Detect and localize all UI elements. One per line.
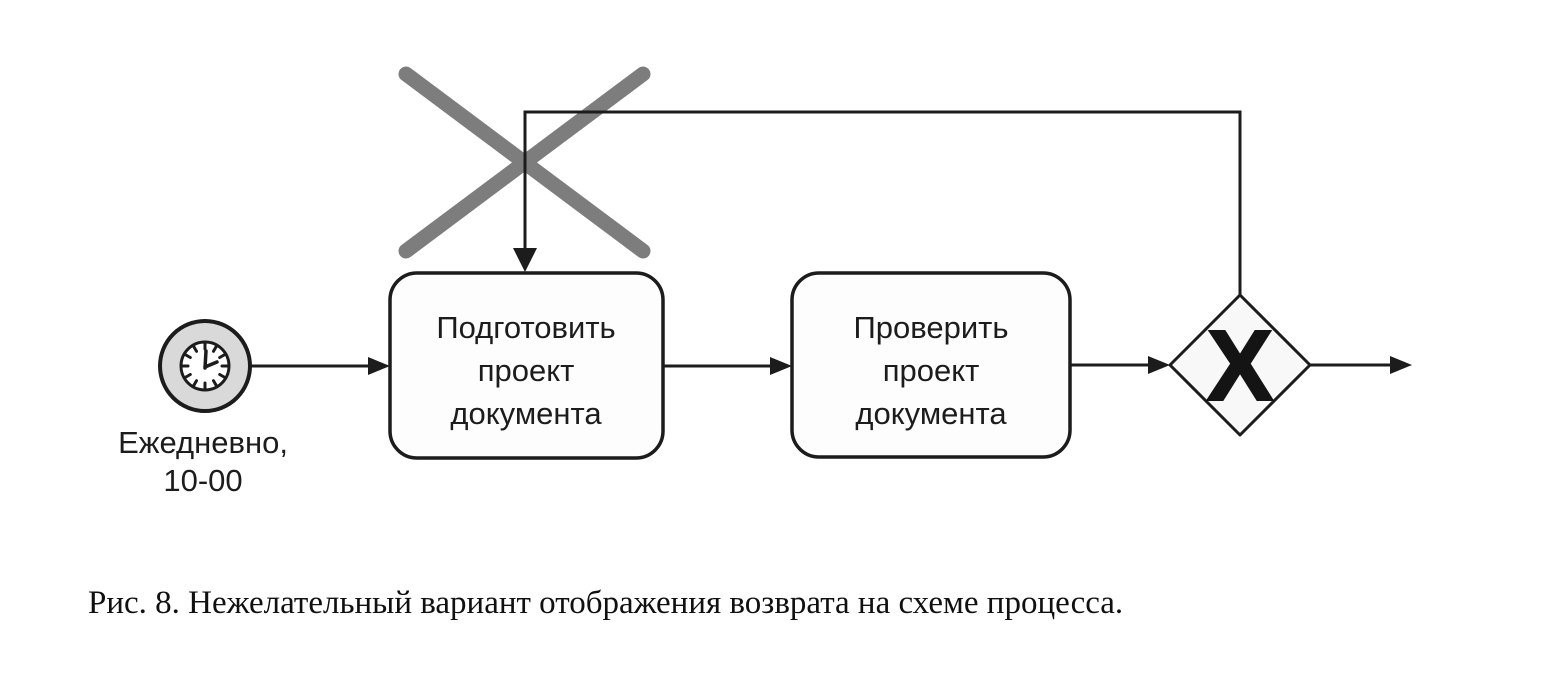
clock-hands bbox=[203, 349, 219, 370]
task-label-line: проект bbox=[883, 353, 980, 388]
task-label-line: Подготовить bbox=[436, 310, 615, 345]
flow-arrowhead-icon bbox=[770, 357, 792, 375]
flow-task2-to-gateway bbox=[1070, 356, 1170, 374]
task-label-line: документа bbox=[450, 396, 602, 431]
gateway-x-icon: X bbox=[1207, 310, 1274, 422]
task-box bbox=[388, 271, 665, 460]
flow-gateway-out bbox=[1310, 356, 1412, 374]
exclusive-gateway: X bbox=[1168, 293, 1312, 437]
start-event-label-line2: 10-00 bbox=[163, 463, 242, 498]
process-diagram: Ежедневно, 10-00 Подготовить проект доку… bbox=[118, 66, 1412, 498]
flow-task1-to-task2 bbox=[663, 357, 792, 375]
start-event-label-line1: Ежедневно, bbox=[118, 425, 288, 460]
task-label-line: документа bbox=[855, 396, 1007, 431]
flow-arrowhead-icon bbox=[1148, 356, 1170, 374]
flow-arrowhead-icon bbox=[1390, 356, 1412, 374]
gateway-diamond bbox=[1168, 293, 1312, 437]
return-flow bbox=[513, 110, 1242, 296]
clock-icon bbox=[179, 340, 231, 392]
task-label-line: Проверить bbox=[853, 310, 1008, 345]
task-check-document: Проверить проект документа bbox=[790, 271, 1072, 459]
task-box bbox=[790, 271, 1072, 459]
timer-start-event: Ежедневно, 10-00 bbox=[118, 319, 288, 498]
return-flow-line bbox=[523, 110, 1242, 296]
flow-arrowhead-icon bbox=[368, 357, 390, 375]
figure-caption: Рис. 8. Нежелательный вариант отображени… bbox=[88, 585, 1124, 621]
clock-ticks bbox=[180, 341, 230, 391]
flow-start-to-task1 bbox=[250, 357, 390, 375]
return-flow-arrowhead-icon bbox=[513, 248, 537, 272]
task-prepare-document: Подготовить проект документа bbox=[388, 271, 665, 460]
task-label-line: проект bbox=[478, 353, 575, 388]
